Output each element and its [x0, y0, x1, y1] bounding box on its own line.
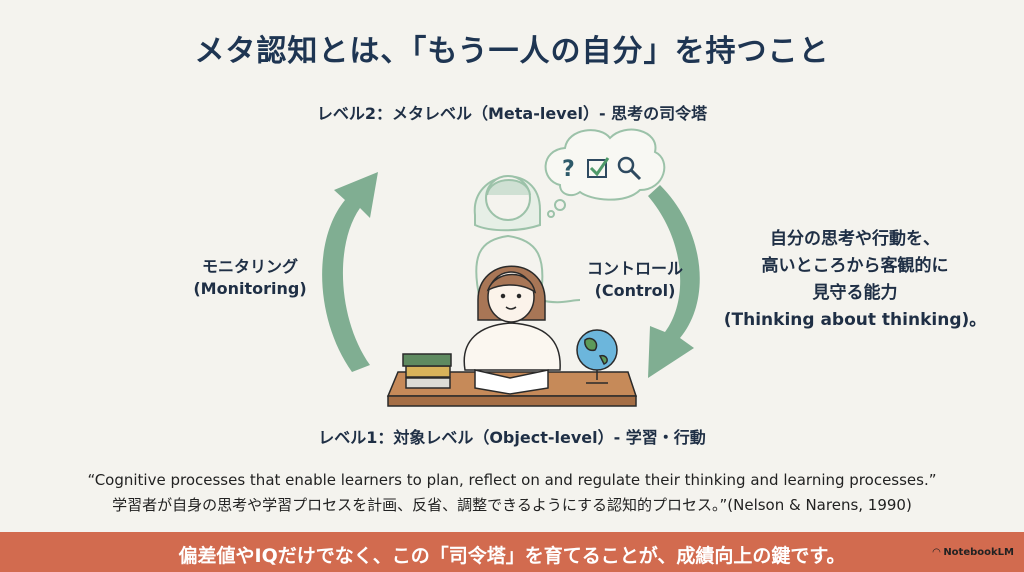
slide-title: メタ認知とは、「もう一人の自分」を持つこと	[194, 34, 830, 69]
checkbox-icon	[587, 157, 610, 178]
desk	[386, 329, 638, 407]
globe-icon	[576, 329, 618, 384]
citation-quote: “Cognitive processes that enable learner…	[0, 468, 1024, 518]
conclusion-banner: 偏差値やIQだけでなく、この「司令塔」を育てることが、成績向上の鍵です。 ◠ N…	[0, 532, 1024, 572]
description-line: 自分の思考や行動を、	[770, 229, 940, 249]
description-line: 見守る能力	[812, 283, 898, 303]
monitoring-arrow	[322, 172, 378, 372]
metacognition-description: 自分の思考や行動を、 高いところから客観的に 見守る能力 (Thinking a…	[720, 226, 990, 334]
student-figure	[463, 265, 561, 371]
control-arrow	[648, 185, 700, 378]
banner-text: 偏差値やIQだけでなく、この「司令塔」を育てることが、成績向上の鍵です。	[178, 545, 846, 567]
notebooklm-logo: ◠ NotebookLM	[933, 547, 1014, 558]
control-label-en: (Control)	[594, 281, 676, 300]
notebooklm-icon: ◠	[932, 547, 941, 558]
magnifier-icon	[617, 156, 642, 181]
description-line: (Thinking about thinking)。	[723, 310, 987, 330]
control-label: コントロール (Control)	[570, 258, 700, 302]
books-icon	[402, 353, 452, 389]
quote-japanese: 学習者が自身の思考や学習プロセスを計画、反省、調整できるようにする認知的プロセス…	[112, 496, 912, 514]
level1-label: レベル1：対象レベル（Object-level）- 学習・行動	[318, 428, 706, 447]
monitoring-label-en: (Monitoring)	[193, 279, 307, 298]
thought-bubble: ?	[544, 128, 666, 218]
description-line: 高いところから客観的に	[761, 256, 949, 276]
logo-text: NotebookLM	[943, 547, 1014, 558]
question-icon: ?	[562, 157, 575, 182]
meta-self-figure	[473, 175, 581, 304]
monitoring-label: モニタリング (Monitoring)	[180, 256, 320, 300]
level2-label: レベル2：メタレベル（Meta-level）- 思考の司令塔	[316, 104, 708, 123]
control-label-ja: コントロール	[586, 259, 683, 278]
quote-english: “Cognitive processes that enable learner…	[87, 471, 937, 489]
monitoring-label-ja: モニタリング	[201, 257, 298, 276]
